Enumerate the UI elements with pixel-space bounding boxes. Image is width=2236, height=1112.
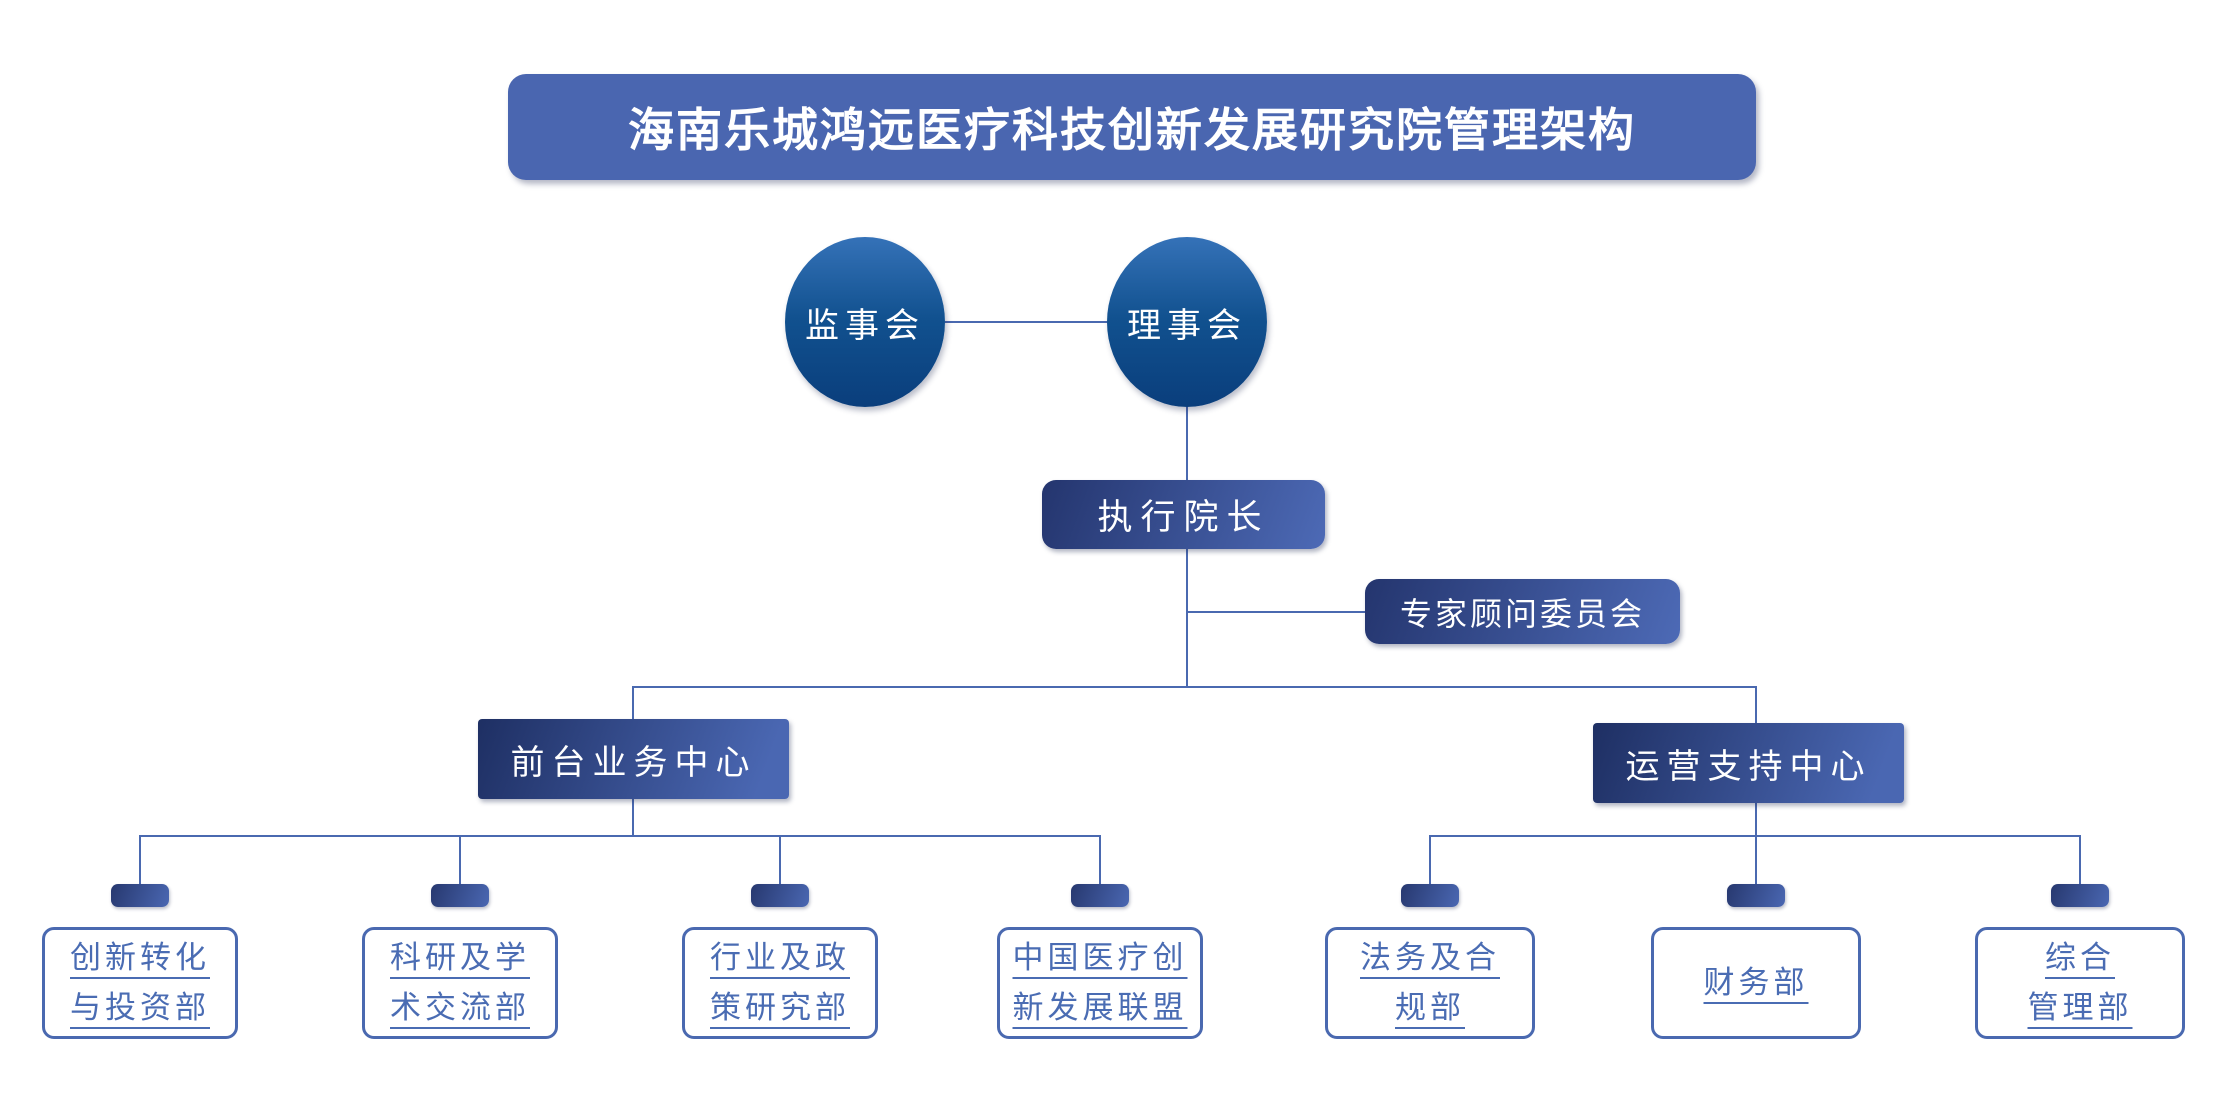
node-dept-legal-compliance: 法务及合 规部 bbox=[1325, 927, 1535, 1039]
node-executive-dean-label: 执行院长 bbox=[1097, 498, 1270, 537]
connector-tab-dept6 bbox=[1727, 884, 1785, 907]
node-council-label: 理事会 bbox=[1127, 307, 1247, 345]
node-dept-industry-policy-research: 行业及政 策研究部 bbox=[682, 927, 878, 1039]
chart-title-bar: 海南乐城鸿远医疗科技创新发展研究院管理架构 bbox=[508, 74, 1756, 180]
dept-label-line: 新发展联盟 bbox=[1012, 990, 1188, 1025]
connector-front-horizontal bbox=[139, 835, 1101, 837]
node-supervisory-board: 监事会 bbox=[785, 237, 945, 407]
connector-tab-dept1 bbox=[111, 884, 169, 907]
node-expert-advisory-committee-label: 专家顾问委员会 bbox=[1399, 595, 1645, 632]
node-front-office-center-label: 前台业务中心 bbox=[510, 744, 757, 782]
dept-label-line: 规部 bbox=[1395, 990, 1465, 1025]
node-executive-dean: 执行院长 bbox=[1042, 480, 1325, 549]
dept-label-line: 财务部 bbox=[1703, 964, 1809, 1000]
connector-advisory bbox=[1187, 611, 1365, 613]
connector-drop-dept7 bbox=[2079, 835, 2081, 886]
connector-drop-dept4 bbox=[1099, 835, 1101, 886]
node-dept-research-academic-exchange: 科研及学 术交流部 bbox=[362, 927, 558, 1039]
dept-label-line: 管理部 bbox=[2027, 990, 2133, 1025]
dept-label-line: 行业及政 bbox=[710, 939, 850, 975]
node-operations-support-center-label: 运营支持中心 bbox=[1625, 748, 1872, 786]
connector-tab-dept4 bbox=[1071, 884, 1129, 907]
node-expert-advisory-committee: 专家顾问委员会 bbox=[1365, 579, 1680, 644]
connector-circles bbox=[945, 321, 1107, 323]
connector-drop-dept5 bbox=[1429, 835, 1431, 886]
dept-label-line: 法务及合 bbox=[1360, 939, 1500, 975]
connector-tab-dept2 bbox=[431, 884, 489, 907]
dept-label-line: 综合 bbox=[2045, 939, 2115, 975]
connector-tab-dept3 bbox=[751, 884, 809, 907]
dept-label-line: 与投资部 bbox=[70, 990, 210, 1025]
node-dept-finance: 财务部 bbox=[1651, 927, 1861, 1039]
connector-drop-dept1 bbox=[139, 835, 141, 886]
connector-council-dean bbox=[1186, 404, 1188, 480]
node-dept-innovation-investment: 创新转化 与投资部 bbox=[42, 927, 238, 1039]
connector-ops-trunk bbox=[1755, 803, 1757, 835]
dept-label-line: 中国医疗创 bbox=[1012, 939, 1188, 975]
connector-tab-dept5 bbox=[1401, 884, 1459, 907]
node-operations-support-center: 运营支持中心 bbox=[1593, 723, 1904, 803]
node-dept-general-management: 综合 管理部 bbox=[1975, 927, 2185, 1039]
connector-dean-trunk bbox=[1186, 549, 1188, 686]
chart-title: 海南乐城鸿远医疗科技创新发展研究院管理架构 bbox=[628, 104, 1636, 156]
connector-drop-front-center bbox=[632, 686, 634, 719]
connector-centers-horizontal bbox=[632, 686, 1757, 688]
node-supervisory-board-label: 监事会 bbox=[805, 307, 925, 345]
connector-drop-dept6 bbox=[1755, 835, 1757, 886]
node-council: 理事会 bbox=[1107, 237, 1267, 407]
connector-front-trunk bbox=[632, 799, 634, 835]
node-dept-china-medical-innovation-alliance: 中国医疗创 新发展联盟 bbox=[997, 927, 1203, 1039]
dept-label-line: 科研及学 bbox=[390, 939, 530, 975]
dept-label-line: 术交流部 bbox=[390, 990, 530, 1025]
connector-tab-dept7 bbox=[2051, 884, 2109, 907]
node-front-office-center: 前台业务中心 bbox=[478, 719, 789, 799]
connector-drop-ops-center bbox=[1755, 686, 1757, 723]
connector-drop-dept2 bbox=[459, 835, 461, 886]
dept-label-line: 创新转化 bbox=[70, 939, 210, 975]
connector-drop-dept3 bbox=[779, 835, 781, 886]
dept-label-line: 策研究部 bbox=[710, 990, 850, 1025]
